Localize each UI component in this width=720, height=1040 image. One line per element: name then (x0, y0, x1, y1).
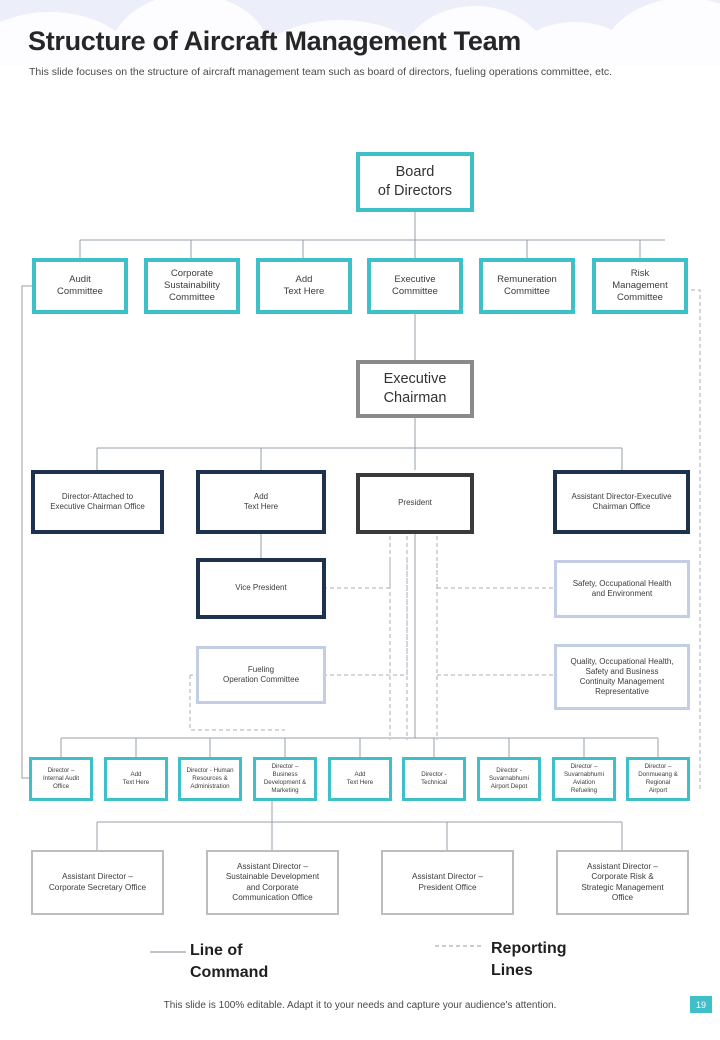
node-assistant-director-sustainable-development-corporate-communication-office[interactable]: Assistant Director –Sustainable Developm… (206, 850, 339, 915)
node-quality-occupational-health-safety-business-continuity[interactable]: Quality, Occupational Health,Safety and … (554, 644, 690, 710)
node-label: President (398, 498, 432, 508)
page-number-badge: 19 (690, 996, 712, 1013)
node-label: Vice President (235, 583, 287, 593)
node-label: Quality, Occupational Health,Safety and … (570, 656, 674, 697)
node-assistant-director-corporate-secretary-office[interactable]: Assistant Director –Corporate Secretary … (31, 850, 164, 915)
node-label: Assistant Director –Sustainable Developm… (225, 861, 320, 903)
page-subtitle: This slide focuses on the structure of a… (29, 66, 613, 78)
page-title: Structure of Aircraft Management Team (28, 26, 522, 56)
node-assistant-director-corporate-risk-strategic-management-office[interactable]: Assistant Director –Corporate Risk &Stra… (556, 850, 689, 915)
node-vice-president[interactable]: Vice President (196, 558, 326, 619)
node-label: Assistant Director –Corporate Secretary … (48, 872, 147, 892)
node-assistant-director-president-office[interactable]: Assistant Director –President Office (381, 850, 514, 915)
node-label: Assistant Director –Corporate Risk &Stra… (581, 861, 664, 903)
node-director-technical[interactable]: Director -Technical (402, 757, 466, 801)
footer-note: This slide is 100% editable. Adapt it to… (163, 1000, 557, 1011)
node-president[interactable]: President (356, 473, 474, 534)
node-label: Director -Technical (421, 771, 447, 786)
header-band (0, 0, 720, 66)
node-label: Assistant Director –President Office (412, 872, 483, 892)
